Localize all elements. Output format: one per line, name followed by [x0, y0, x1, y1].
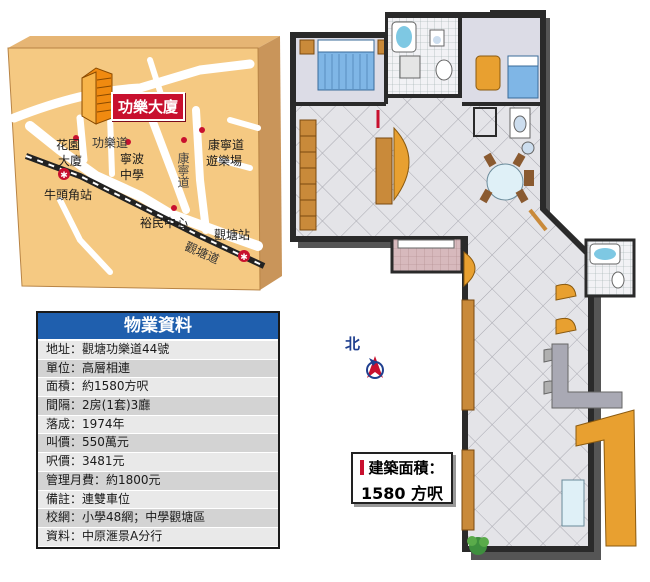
info-row-address: 地址：觀塘功樂道44號: [38, 341, 278, 360]
svg-text:✱: ✱: [240, 253, 248, 263]
dining-table: [479, 141, 535, 204]
map-markers: [73, 127, 205, 211]
area-label: 建築面積：: [368, 459, 444, 477]
map-label-garden: 花園: [56, 138, 81, 152]
wardrobe-lines: [300, 135, 316, 217]
map-top-edge: [8, 36, 280, 48]
side-table: [463, 251, 476, 288]
bed-icon: [299, 39, 387, 91]
svg-text:✱: ✱: [60, 171, 68, 181]
map-label-road-vertical: 康寧道: [176, 152, 190, 188]
mtr-station-icon: ✱: [58, 168, 70, 181]
building-icon: [81, 67, 113, 125]
toilet-icon: [509, 107, 531, 139]
info-row-source: 資料：中原滙景A分行: [38, 527, 278, 547]
info-row-management-fee: 管理月費：約1800元: [38, 471, 278, 491]
property-info-panel: 物業資料 地址：觀塘功樂道44號 單位：高層相連 面積：約1580方呎 間隔：2…: [36, 311, 280, 549]
coffee-table: [561, 479, 585, 527]
l-sofa: [575, 409, 637, 547]
cabinet: [461, 449, 475, 531]
kitchen-counter: [397, 239, 455, 249]
map-label-yue-man: 裕民中心: [140, 216, 189, 230]
sofa: [393, 126, 410, 202]
info-row-area: 面積：約1580方呎: [38, 378, 278, 398]
wall: [473, 107, 497, 137]
bathtub-icon: [589, 243, 625, 289]
map-side-edge: [258, 36, 282, 290]
info-row-completed: 落成：1974年: [38, 415, 278, 435]
plant-icon: [467, 536, 489, 555]
shelf: [528, 208, 548, 232]
map-label-ngau-tau-kok: 牛頭角站: [44, 188, 93, 202]
map-label-garden-2: 大廈: [58, 154, 83, 168]
info-row-price: 叫價：550萬元: [38, 434, 278, 454]
info-row-remarks: 備註：連雙車位: [38, 490, 278, 510]
area-value: 1580 方呎: [360, 484, 444, 503]
map-label-playground: 遊樂場: [206, 154, 243, 168]
property-info-title: 物業資料: [38, 313, 278, 341]
map-label-ning-po: 寧波: [120, 152, 145, 166]
bar-counter: [551, 343, 623, 409]
bed-icon: [475, 55, 539, 99]
map-label-hong-ning: 康寧道: [208, 138, 245, 152]
bathroom-fixtures: [391, 21, 453, 81]
wardrobe: [299, 119, 317, 231]
area-accent-bar: [360, 460, 365, 475]
north-label: 北: [345, 335, 361, 353]
info-row-school-net: 校網：小學48網；中學觀塘區: [38, 509, 278, 528]
map-label-kwun-tong-station: 觀塘站: [214, 228, 251, 242]
building-area-box: 建築面積： 1580 方呎: [351, 452, 453, 504]
cabinet: [461, 299, 475, 411]
mtr-station-icon: ✱: [238, 250, 250, 263]
tv-cabinet: [375, 137, 393, 205]
info-row-price-per-sqft: 呎價：3481元: [38, 453, 278, 472]
map-label-kung-lok-road: 功樂道: [92, 136, 129, 150]
map-label-ning-po-2: 中學: [120, 168, 145, 182]
info-row-unit: 單位：高層相連: [38, 359, 278, 379]
compass-icon: [366, 356, 384, 379]
plan-floor: [296, 18, 588, 546]
building-title: 功樂大廈: [111, 92, 186, 121]
info-row-layout: 間隔：2房(1套)3廳: [38, 397, 278, 416]
